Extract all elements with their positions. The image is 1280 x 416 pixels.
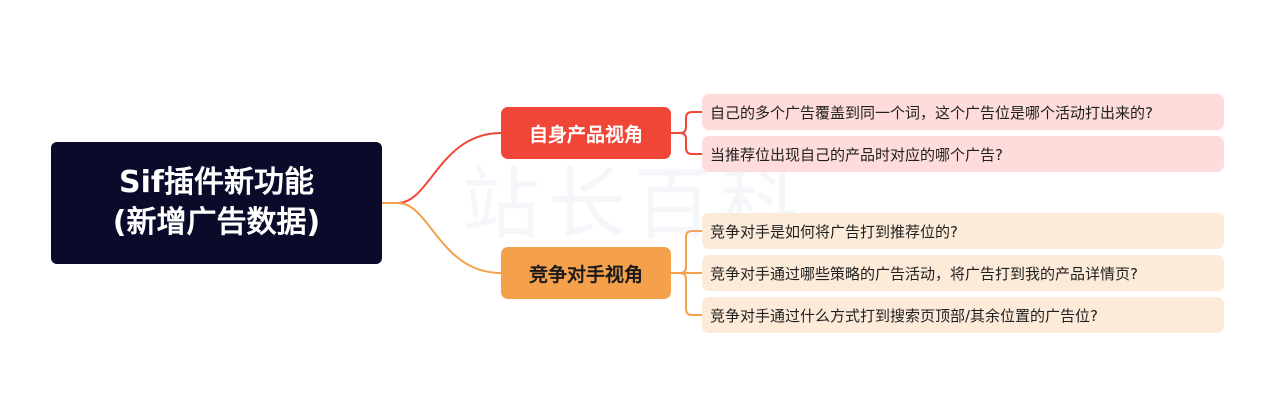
leaf-self-1: 自己的多个广告覆盖到同一个词，这个广告位是哪个活动打出来的?: [702, 94, 1224, 130]
connector-comp-to-leaf-3: [679, 272, 702, 316]
leaf-text: 当推荐位出现自己的产品时对应的哪个广告?: [710, 145, 1003, 164]
leaf-text: 竞争对手通过什么方式打到搜索页顶部/其余位置的广告位?: [710, 306, 1099, 325]
connector-self-to-leaf-2: [679, 132, 702, 155]
leaf-competitor-1: 竞争对手是如何将广告打到推荐位的?: [702, 213, 1224, 249]
leaf-competitor-3: 竞争对手通过什么方式打到搜索页顶部/其余位置的广告位?: [702, 297, 1224, 333]
leaf-text: 竞争对手是如何将广告打到推荐位的?: [710, 222, 958, 241]
leaf-competitor-2: 竞争对手通过哪些策略的广告活动，将广告打到我的产品详情页?: [702, 255, 1224, 291]
branch-competitor: 竞争对手视角: [501, 247, 671, 299]
root-title: Sif插件新功能: [119, 165, 314, 200]
branch-competitor-label: 竞争对手视角: [528, 263, 643, 286]
leaf-text: 自己的多个广告覆盖到同一个词，这个广告位是哪个活动打出来的?: [710, 103, 1153, 122]
connector-root-to-self: [382, 132, 502, 204]
connector-root-to-competitor: [382, 202, 502, 274]
root-subtitle: (新增广告数据): [112, 205, 321, 240]
leaf-text: 竞争对手通过哪些策略的广告活动，将广告打到我的产品详情页?: [710, 264, 1138, 283]
connector-self-to-leaf-1: [671, 111, 702, 134]
leaf-self-2: 当推荐位出现自己的产品时对应的哪个广告?: [702, 136, 1224, 172]
branch-self-product: 自身产品视角: [501, 107, 671, 159]
branch-self-label: 自身产品视角: [528, 123, 643, 146]
root-node: Sif插件新功能 (新增广告数据): [51, 142, 382, 264]
